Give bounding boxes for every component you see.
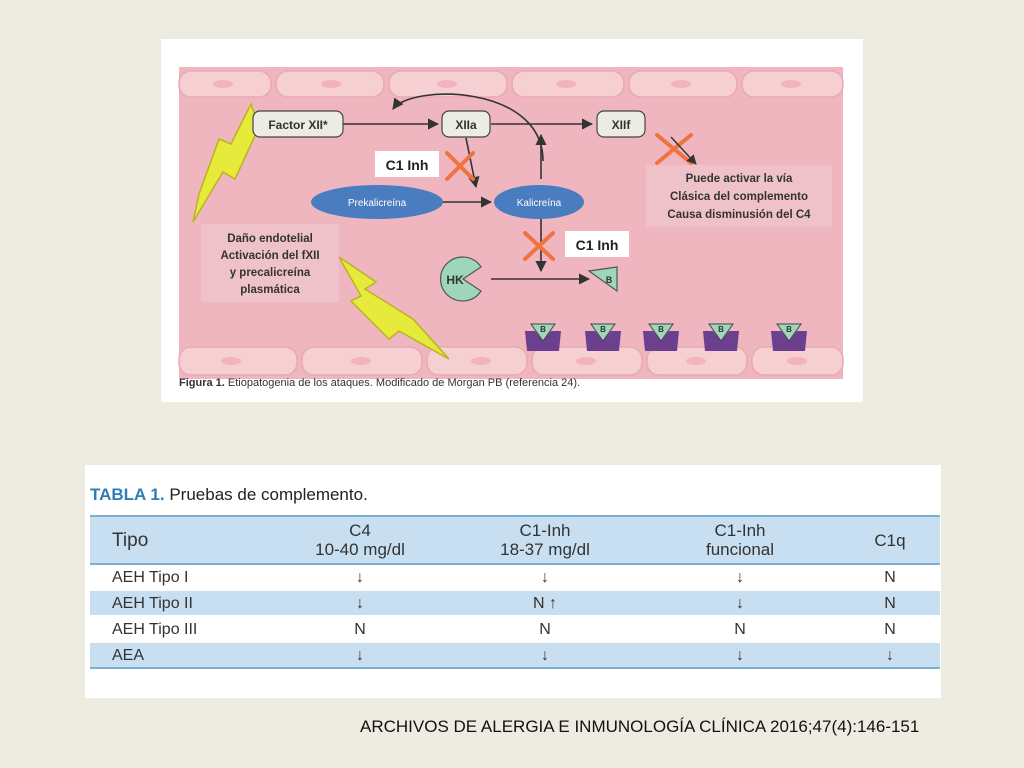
receptor-4-label: B: [718, 325, 724, 334]
receptor-2: [585, 323, 621, 351]
header-c1q: C1q: [874, 530, 906, 550]
lightning-bolt-bottom-icon: [338, 256, 450, 360]
note-right-box: [646, 165, 832, 227]
figure-caption: Figura 1. Etiopatogenia de los ataques. …: [179, 377, 580, 389]
cell-tipo: AEH Tipo III: [112, 620, 198, 638]
note-right-line-1: Puede activar la vía: [686, 173, 793, 185]
receptor-5: [771, 323, 807, 351]
cell-c1q: ↓: [886, 646, 894, 664]
cell-c1inh-funcional: ↓: [736, 594, 744, 612]
cell-c1inh-funcional: ↓: [736, 646, 744, 664]
lightning-bolt-top-icon: [192, 102, 260, 223]
bradykinin-free-label: B: [606, 275, 613, 285]
receptor-3-label: B: [658, 325, 664, 334]
inhibition-cross-top-icon: [445, 151, 475, 181]
cell-c1inh-funcional: ↓: [736, 568, 744, 586]
cell-c1q: N: [884, 620, 896, 638]
xiia-box: [441, 110, 491, 138]
cell-c1inh: ↓: [541, 646, 549, 664]
cell-c1q: N: [884, 568, 896, 586]
note-right-line-3: Causa disminusión del C4: [667, 209, 811, 221]
c1inh-bottom-box: [565, 231, 629, 257]
receptor-4: [703, 323, 739, 351]
cell-c4: ↓: [356, 594, 364, 612]
prekalicreina-ellipse: [311, 185, 443, 219]
receptor-1-label: B: [540, 325, 546, 334]
receptor-2-label: B: [600, 325, 606, 334]
hk-label: HK: [446, 273, 464, 287]
hk-pacman-icon: [440, 256, 482, 302]
c1inh-top-label: C1 Inh: [386, 157, 429, 173]
note-left-line-3: y precalicreína: [230, 267, 311, 279]
endothelium-top: [178, 70, 844, 98]
endothelium-bottom: [178, 346, 844, 376]
prekalicreina-label: Prekalicreína: [348, 198, 407, 209]
cell-c4: N: [354, 620, 366, 638]
note-left-line-2: Activación del fXII: [220, 250, 319, 262]
cell-c1inh: ↓: [541, 568, 549, 586]
xiif-box: [596, 110, 646, 138]
table-row: AEH Tipo II ↓ N ↑ ↓ N: [90, 591, 940, 617]
cell-tipo: AEH Tipo II: [112, 594, 193, 612]
factor-xii-box: [252, 110, 344, 138]
figure-panel: Daño endotelial Activación del fXII y pr…: [161, 39, 863, 402]
cell-tipo: AEA: [112, 646, 145, 664]
cell-c1inh-funcional: N: [734, 620, 746, 638]
cell-c1inh: N: [539, 620, 551, 638]
cell-c4: ↓: [356, 646, 364, 664]
note-left-line-1: Daño endotelial: [227, 233, 313, 245]
xiif-label: XIIf: [612, 118, 632, 132]
table-title-text: Pruebas de complemento.: [169, 485, 368, 504]
cell-c1inh: N ↑: [533, 594, 557, 612]
table-title-label: TABLA 1.: [90, 485, 165, 504]
receptor-5-label: B: [786, 325, 792, 334]
cell-c1q: N: [884, 594, 896, 612]
kalicreina-ellipse: [494, 185, 584, 219]
table-row: AEA ↓ ↓ ↓ ↓: [90, 643, 940, 669]
receptor-3: [643, 323, 679, 351]
note-left-box: [201, 224, 339, 302]
figure-caption-label: Figura 1.: [179, 377, 225, 389]
table-title: TABLA 1. Pruebas de complemento.: [90, 485, 368, 505]
receptor-1: [525, 323, 561, 351]
arrow-xiif-to-complement: [670, 136, 697, 165]
c1inh-bottom-label: C1 Inh: [576, 237, 619, 253]
table-row: AEH Tipo III N N N N: [90, 617, 940, 643]
note-left-line-4: plasmática: [240, 284, 300, 296]
factor-xii-label: Factor XII*: [268, 118, 328, 132]
inhibition-cross-right-icon: [655, 133, 693, 165]
figure-caption-text: Etiopatogenia de los ataques. Modificado…: [227, 377, 581, 389]
table-panel: TABLA 1. Pruebas de complemento. Tipo C4…: [85, 465, 941, 698]
header-tipo: Tipo: [112, 529, 149, 551]
c1inh-top-box: [375, 151, 439, 177]
note-right-line-2: Clásica del complemento: [670, 191, 808, 203]
inhibition-cross-bottom-icon: [523, 231, 555, 261]
citation: ARCHIVOS DE ALERGIA E INMUNOLOGÍA CLÍNIC…: [360, 717, 920, 736]
cell-tipo: AEH Tipo I: [112, 568, 189, 586]
pathogenesis-diagram: Daño endotelial Activación del fXII y pr…: [178, 67, 844, 379]
cell-c4: ↓: [356, 568, 364, 586]
bradykinin-free-icon: [587, 266, 618, 293]
kalicreina-label: Kalicreína: [517, 198, 562, 209]
xiia-label: XIIa: [455, 118, 477, 132]
table-row: AEH Tipo I ↓ ↓ ↓ N: [90, 565, 940, 591]
